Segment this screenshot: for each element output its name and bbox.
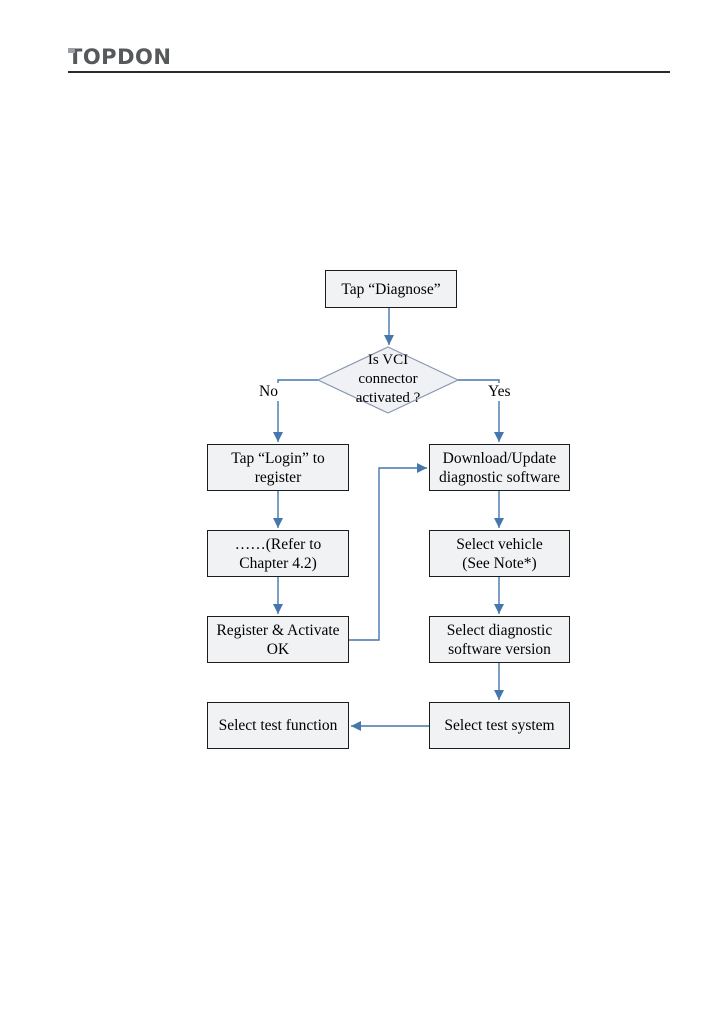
logo-accent [68, 48, 75, 53]
node-refer-chapter: ……(Refer to Chapter 4.2) [207, 530, 349, 577]
connector-no-branch [273, 379, 318, 442]
node-select-test-system: Select test system [429, 702, 570, 749]
node-register-activate-ok: Register & Activate OK [207, 616, 349, 663]
node-select-test-function: Select test function [207, 702, 349, 749]
branch-label-no: No [257, 383, 280, 401]
topdon-logo-text: TOPDON [68, 45, 172, 69]
branch-label-yes: Yes [486, 383, 513, 401]
node-select-software-version: Select diagnostic software version [429, 616, 570, 663]
node-select-vehicle: Select vehicle (See Note*) [429, 530, 570, 577]
node-tap-login-register: Tap “Login” to register [207, 444, 349, 491]
topdon-logo: TOPDON [68, 47, 171, 68]
header-rule [68, 71, 670, 73]
connector-yes-branch [458, 379, 504, 442]
connector-register-download [349, 463, 427, 641]
node-decision-vci-activated: Is VCI connector activated ? [355, 352, 421, 406]
node-tap-diagnose: Tap “Diagnose” [325, 270, 457, 308]
node-download-update-software: Download/Update diagnostic software [429, 444, 570, 491]
decision-diamond-shape [316, 346, 460, 414]
